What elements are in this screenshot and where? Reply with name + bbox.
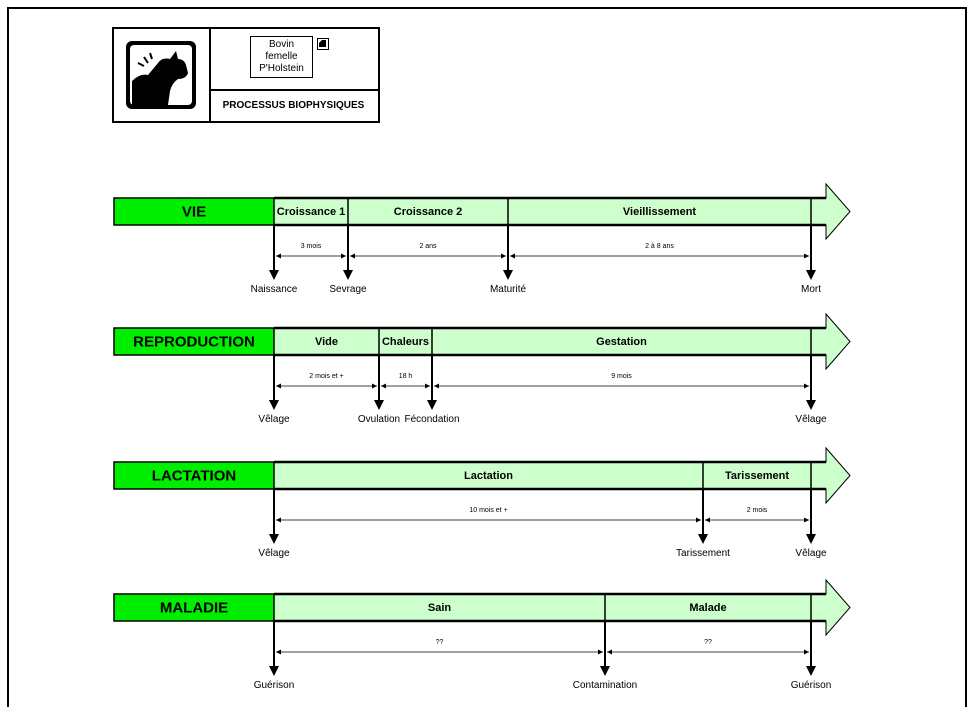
duration-label: 2 mois	[745, 507, 769, 514]
icon-cell	[114, 29, 211, 121]
event-arrowhead	[343, 270, 353, 280]
event-label: Vêlage	[795, 548, 827, 559]
event-arrowhead	[269, 270, 279, 280]
duration-label: 2 mois et +	[308, 373, 345, 380]
event-label: Tarissement	[676, 548, 730, 559]
event-label: Maturité	[489, 284, 527, 295]
event-label: Vêlage	[258, 548, 290, 559]
phase-label: Croissance 2	[393, 205, 463, 218]
duration-arrow-right	[341, 253, 346, 259]
event-arrowhead	[374, 400, 384, 410]
process-title-box	[113, 197, 275, 226]
event-arrowhead	[269, 400, 279, 410]
event-label: Fécondation	[404, 414, 460, 425]
event-label: Mort	[801, 284, 821, 295]
phase-label: Tarissement	[725, 469, 789, 482]
duration-arrow-left	[276, 253, 281, 259]
duration-label: 9 mois	[610, 373, 633, 380]
phase-label: Sain	[427, 601, 452, 614]
duration-label: 10 mois et +	[468, 507, 509, 514]
header-box: PROCESSUS BIOPHYSIQUES	[112, 27, 380, 123]
duration-label: 18 h	[397, 373, 414, 380]
timeline-arrow	[273, 578, 851, 637]
phase-label: Vide	[314, 335, 339, 348]
duration-arrow-left	[276, 649, 281, 655]
animal-species: Bovin	[268, 39, 294, 50]
event-arrowhead	[427, 400, 437, 410]
process-title: LACTATION	[151, 467, 237, 484]
event-arrowhead	[806, 534, 816, 544]
process-title-box	[113, 593, 275, 622]
duration-arrow-right	[804, 649, 809, 655]
duration-arrow-left	[276, 517, 281, 523]
duration-arrow-left	[607, 649, 612, 655]
process-title: VIE	[181, 203, 207, 220]
event-label: Guérison	[253, 680, 295, 691]
duration-arrow-right	[598, 649, 603, 655]
event-arrowhead	[503, 270, 513, 280]
event-label: Sevrage	[329, 284, 367, 295]
animal-id-box: Bovin femelle P'Holstein	[250, 36, 313, 78]
phase-label: Malade	[689, 601, 727, 614]
duration-label: 2 à 8 ans	[644, 243, 675, 250]
cow-icon	[126, 41, 196, 109]
event-arrowhead	[806, 270, 816, 280]
duration-label: ??	[703, 639, 713, 646]
event-arrowhead	[269, 534, 279, 544]
event-label: Guérison	[790, 680, 832, 691]
duration-arrow-left	[434, 383, 439, 389]
event-label: Contamination	[572, 680, 638, 691]
event-arrowhead	[600, 666, 610, 676]
duration-label: 3 mois	[299, 243, 323, 250]
duration-arrow-right	[501, 253, 506, 259]
animal-breed: P'Holstein	[259, 63, 304, 74]
phase-label: Lactation	[464, 469, 513, 482]
phase-label: Croissance 1	[276, 205, 346, 218]
event-arrowhead	[806, 666, 816, 676]
event-arrowhead	[269, 666, 279, 676]
section-label: PROCESSUS BIOPHYSIQUES	[222, 99, 365, 111]
duration-arrow-right	[804, 383, 809, 389]
duration-arrow-left	[381, 383, 386, 389]
process-title: MALADIE	[159, 599, 229, 616]
duration-arrow-left	[276, 383, 281, 389]
event-arrowhead	[698, 534, 708, 544]
event-label: Ovulation	[357, 414, 401, 425]
process-title-box	[113, 461, 275, 490]
event-arrowhead	[806, 400, 816, 410]
duration-arrow-right	[696, 517, 701, 523]
event-label: Naissance	[250, 284, 298, 295]
duration-arrow-right	[372, 383, 377, 389]
animal-cell	[209, 29, 378, 91]
duration-label: 2 ans	[418, 243, 438, 250]
duration-arrow-left	[510, 253, 515, 259]
event-label: Vêlage	[795, 414, 827, 425]
process-title: REPRODUCTION	[133, 333, 255, 350]
timeline-arrow	[273, 182, 851, 241]
duration-arrow-right	[425, 383, 430, 389]
phase-label: Gestation	[596, 335, 647, 348]
page-border	[7, 7, 967, 707]
phase-label: Vieillissement	[622, 205, 697, 218]
event-label: Vêlage	[258, 414, 290, 425]
timeline-arrow	[273, 312, 851, 371]
duration-arrow-right	[804, 517, 809, 523]
duration-arrow-left	[350, 253, 355, 259]
film-icon	[317, 38, 329, 50]
duration-label: ??	[434, 639, 445, 646]
process-title-box	[113, 327, 275, 356]
phase-label: Chaleurs	[381, 335, 430, 348]
duration-arrow-left	[705, 517, 710, 523]
animal-sex: femelle	[265, 51, 298, 62]
duration-arrow-right	[804, 253, 809, 259]
